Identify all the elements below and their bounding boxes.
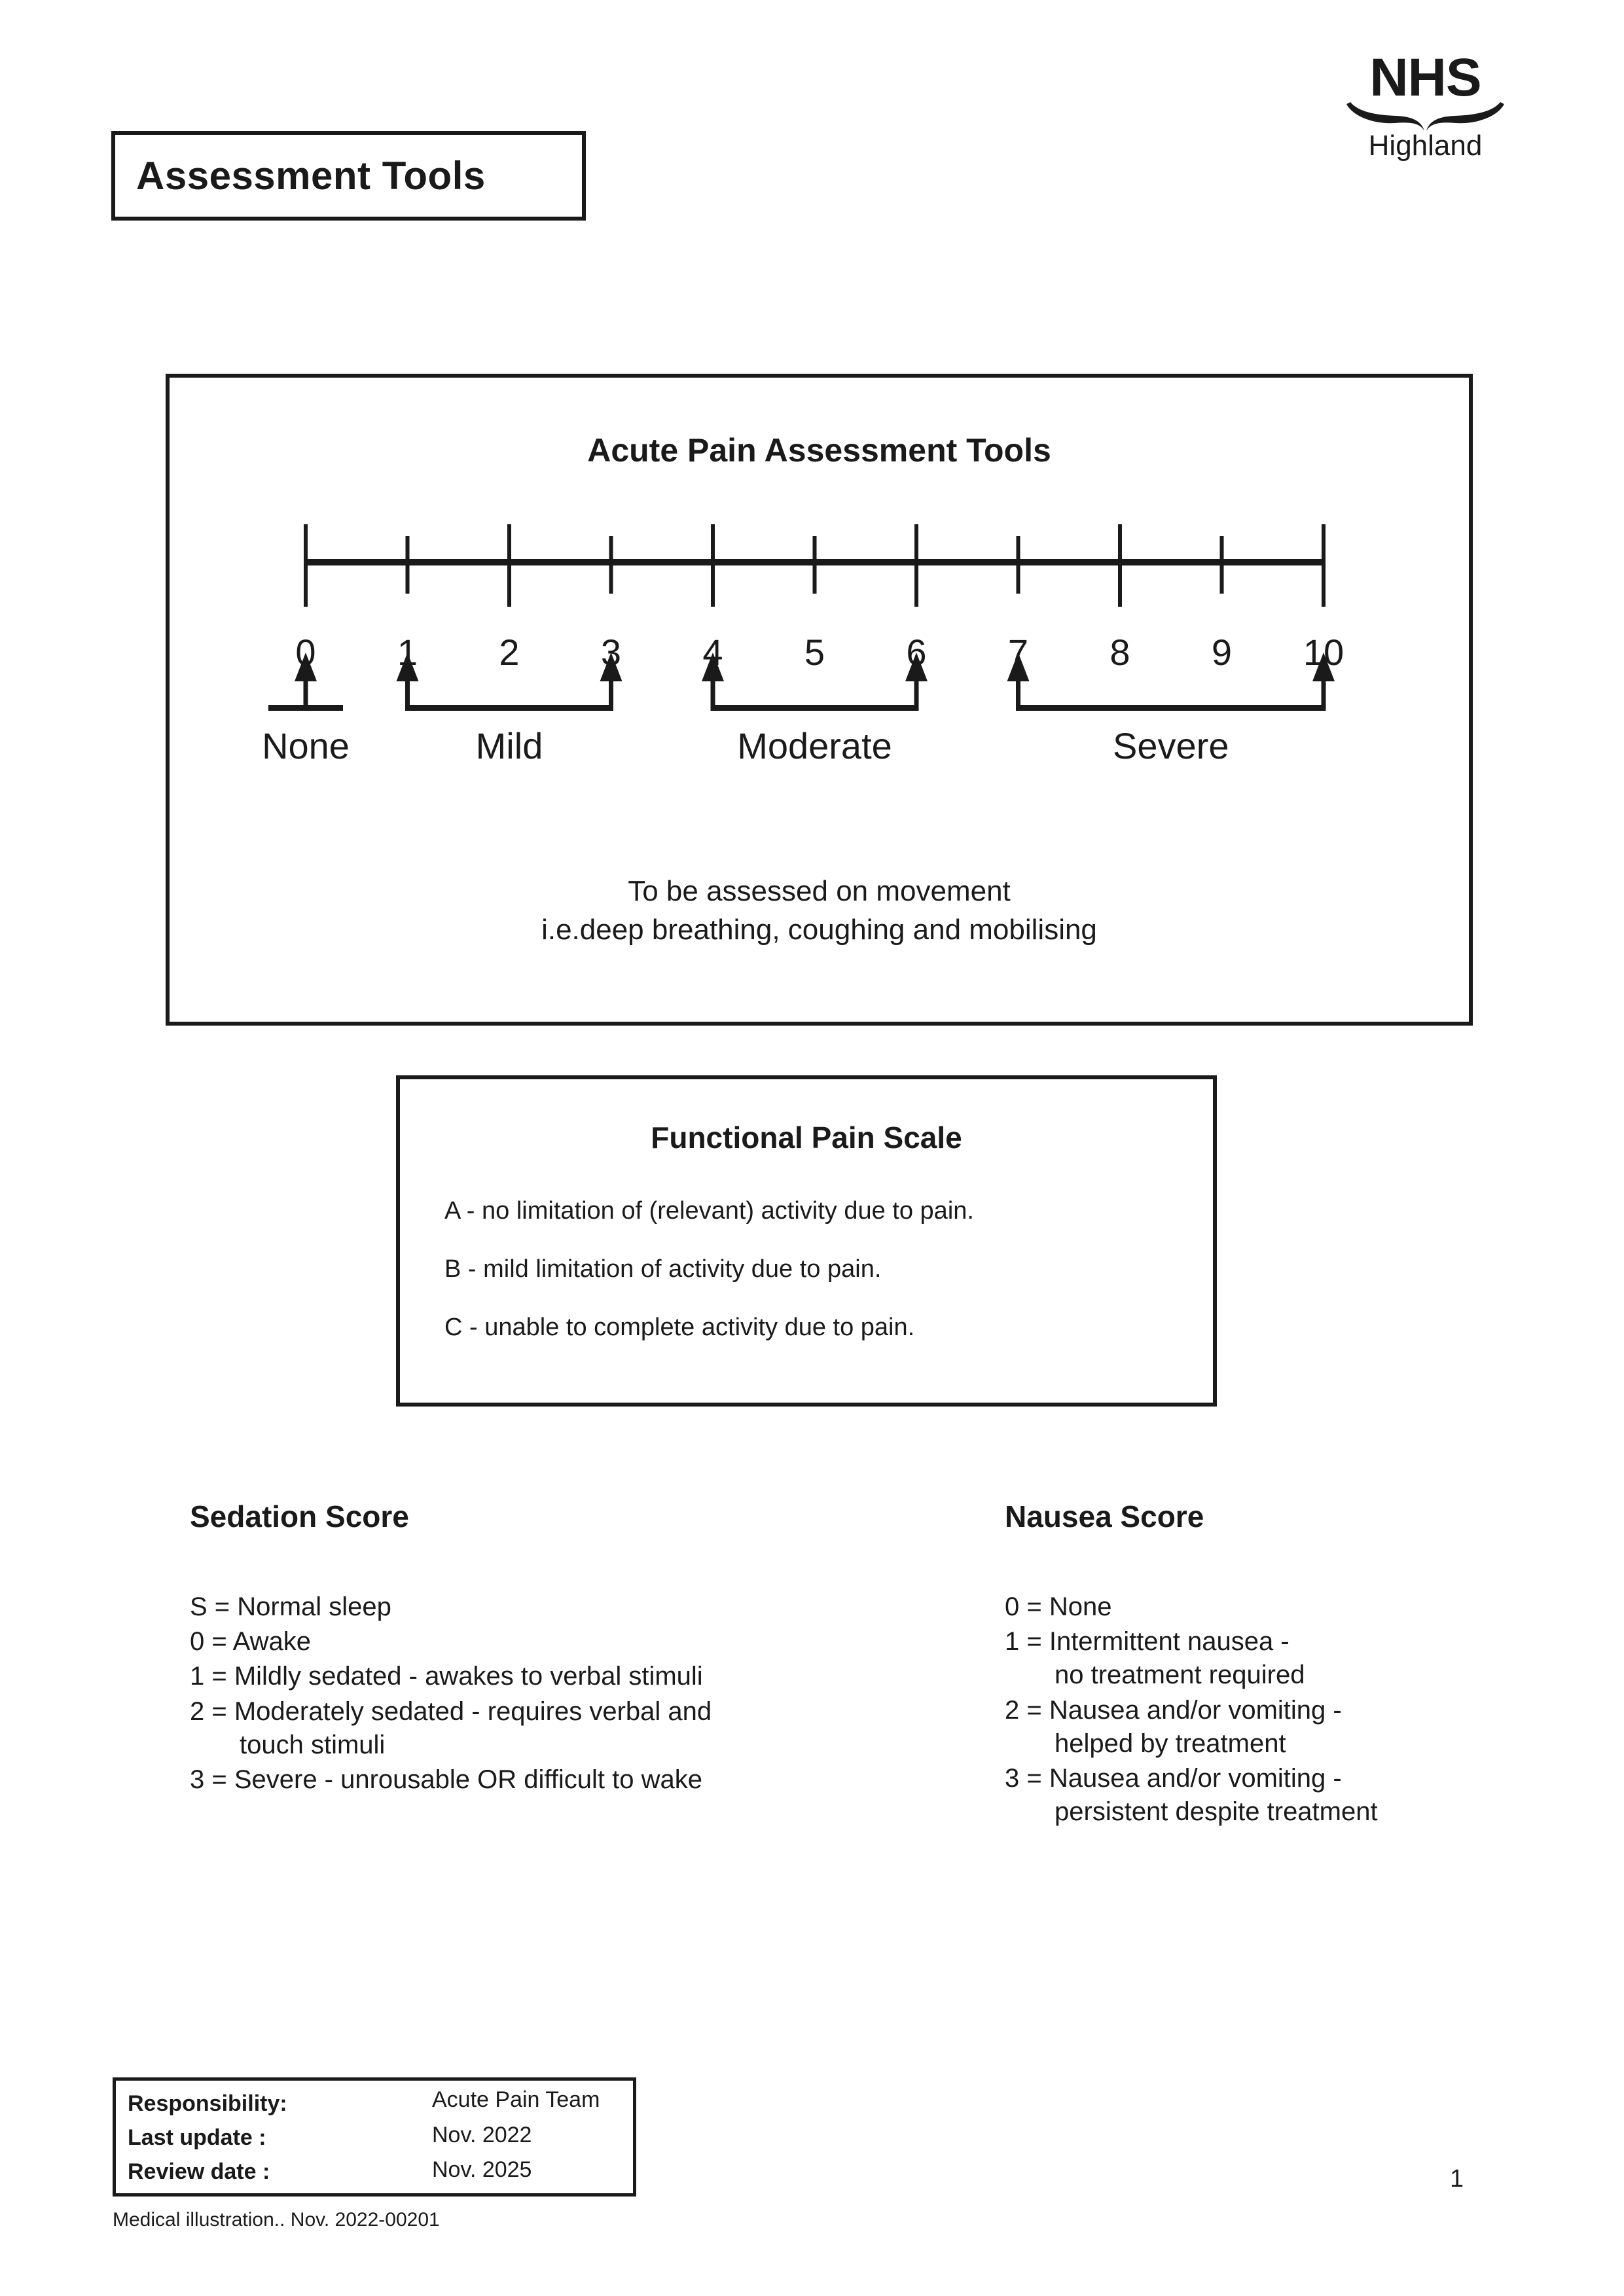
tick-label-8: 8 <box>1110 632 1130 673</box>
document-control-row: Responsibility: Acute Pain Team <box>128 2087 626 2125</box>
nausea-score-item-continuation: persistent despite treatment <box>1055 1797 1378 1827</box>
sedation-score-item-main: 1 = Mildly sedated - awakes to verbal st… <box>190 1662 703 1691</box>
nausea-score-item-main: 1 = Intermittent nausea - <box>1005 1627 1290 1657</box>
sedation-score-item-main: 0 = Awake <box>190 1627 311 1657</box>
nausea-score-item: 1 = Intermittent nausea -no treatment re… <box>1005 1625 1522 1692</box>
functional-pain-scale-list: A - no limitation of (relevant) activity… <box>444 1198 1187 1373</box>
document-control-value: Nov. 2025 <box>432 2157 532 2182</box>
bracket-bar <box>710 705 919 711</box>
category-label-moderate: Moderate <box>737 725 892 766</box>
bracket-bar <box>1016 705 1326 711</box>
nhs-highland-logo: NHS Highland <box>1345 48 1506 183</box>
functional-pain-scale-item: C - unable to complete activity due to p… <box>444 1314 915 1341</box>
document-control-value: Nov. 2022 <box>432 2123 532 2147</box>
functional-pain-scale-title: Functional Pain Scale <box>651 1121 962 1155</box>
sedation-score-item-main: 2 = Moderately sedated - requires verbal… <box>190 1696 712 1726</box>
page-title-box: Assessment Tools <box>111 131 586 221</box>
tick-8 <box>1118 524 1122 607</box>
sedation-score-item-main: S = Normal sleep <box>190 1592 391 1621</box>
tick-6 <box>914 524 918 607</box>
sedation-score-list: S = Normal sleep 0 = Awake 1 = Mildly seda… <box>190 1590 890 1797</box>
assessment-note-line-1: To be assessed on movement <box>628 875 1011 907</box>
document-control-row: Last update : Nov. 2022 <box>128 2123 626 2159</box>
nausea-score-item-main: 2 = Nausea and/or vomiting - <box>1005 1695 1342 1725</box>
bracket-arrowhead <box>295 653 317 681</box>
nausea-score-title: Nausea Score <box>1005 1499 1204 1534</box>
pain-scale-title: Acute Pain Assessment Tools <box>587 432 1051 469</box>
tick-2 <box>507 524 511 607</box>
nausea-score-list: 0 = None 1 = Intermittent nausea -no trea… <box>1005 1590 1522 1829</box>
category-label-severe: Severe <box>1113 725 1229 766</box>
medical-illustration-reference: Medical illustration.. Nov. 2022-00201 <box>113 2209 440 2231</box>
bracket-bar <box>268 705 343 711</box>
page-number: 1 <box>1450 2165 1464 2193</box>
bracket-stem <box>303 681 308 708</box>
nausea-score-section: Nausea Score 0 = None 1 = Intermittent na… <box>1005 1499 1522 1830</box>
bracket-stem <box>914 681 919 708</box>
tick-10 <box>1322 524 1326 607</box>
tick-label-2: 2 <box>499 632 519 673</box>
nausea-score-item: 2 = Nausea and/or vomiting - helped by tr… <box>1005 1694 1522 1761</box>
sedation-score-item: S = Normal sleep <box>190 1590 890 1624</box>
sedation-score-title: Sedation Score <box>190 1499 409 1534</box>
sedation-score-item-main: 3 = Severe - unrousable OR difficult to … <box>190 1765 703 1794</box>
nausea-score-item-main: 3 = Nausea and/or vomiting - <box>1005 1763 1342 1793</box>
tick-1 <box>405 536 410 594</box>
scale-category-brackets <box>268 653 1335 711</box>
scale-ticks <box>304 524 1326 607</box>
sedation-score-item: 0 = Awake <box>190 1625 890 1659</box>
nausea-score-item-continuation: helped by treatment <box>1055 1729 1286 1758</box>
document-control-row: Review date : Nov. 2025 <box>128 2157 626 2193</box>
sedation-score-section: Sedation Score S = Normal sleep 0 = Awake… <box>190 1499 890 1798</box>
nausea-score-item: 0 = None <box>1005 1590 1522 1624</box>
category-label-mild: Mild <box>476 725 543 766</box>
assessment-note-line-2: i.e.deep breathing, coughing and mobilis… <box>541 914 1097 946</box>
nausea-score-item-main: 0 = None <box>1005 1592 1112 1621</box>
bracket-stem <box>609 681 613 708</box>
sedation-score-item-continuation: touch stimuli <box>240 1730 386 1759</box>
bracket-arrowhead <box>600 653 623 681</box>
functional-pain-scale-item: B - mild limitation of activity due to p… <box>444 1255 882 1283</box>
document-control-value: Acute Pain Team <box>432 2087 600 2112</box>
sedation-score-item: 3 = Severe - unrousable OR difficult to … <box>190 1763 890 1797</box>
tick-label-5: 5 <box>804 632 825 673</box>
tick-0 <box>304 524 308 607</box>
nhs-region-label: Highland <box>1368 129 1483 162</box>
sedation-score-item: 2 = Moderately sedated - requires verbal… <box>190 1695 890 1762</box>
nhs-swoosh-icon <box>1346 101 1504 131</box>
tick-7 <box>1016 536 1020 594</box>
assessment-note: To be assessed on movement i.e.deep brea… <box>170 872 1469 950</box>
tick-3 <box>609 536 613 594</box>
bracket-arrowhead <box>702 653 724 681</box>
document-control-label: Review date : <box>128 2159 270 2184</box>
scale-category-labels: None Mild Moderate Severe <box>262 725 1229 766</box>
nausea-score-item: 3 = Nausea and/or vomiting - persistent d… <box>1005 1762 1522 1829</box>
tick-5 <box>812 536 817 594</box>
bracket-bar <box>405 705 613 711</box>
document-control-label: Last update : <box>128 2125 266 2150</box>
bracket-stem <box>1321 681 1326 708</box>
bracket-stem <box>1016 681 1020 708</box>
bracket-arrowhead <box>1007 653 1030 681</box>
functional-pain-scale-item: A - no limitation of (relevant) activity… <box>444 1197 974 1225</box>
bracket-arrowhead <box>1312 653 1335 681</box>
tick-4 <box>711 524 715 607</box>
tick-9 <box>1219 536 1224 594</box>
bracket-stem <box>405 681 410 708</box>
sedation-score-item: 1 = Mildly sedated - awakes to verbal st… <box>190 1660 890 1693</box>
nausea-score-item-continuation: no treatment required <box>1055 1660 1305 1690</box>
nhs-wordmark: NHS <box>1369 48 1481 107</box>
page-title: Assessment Tools <box>136 154 486 198</box>
category-label-none: None <box>262 725 350 766</box>
document-control-label: Responsibility: <box>128 2091 287 2116</box>
bracket-stem <box>710 681 715 708</box>
functional-pain-scale-box: Functional Pain Scale A - no limitation … <box>396 1075 1217 1407</box>
bracket-arrowhead <box>396 653 419 681</box>
bracket-arrowhead <box>905 653 928 681</box>
tick-label-9: 9 <box>1212 632 1232 673</box>
